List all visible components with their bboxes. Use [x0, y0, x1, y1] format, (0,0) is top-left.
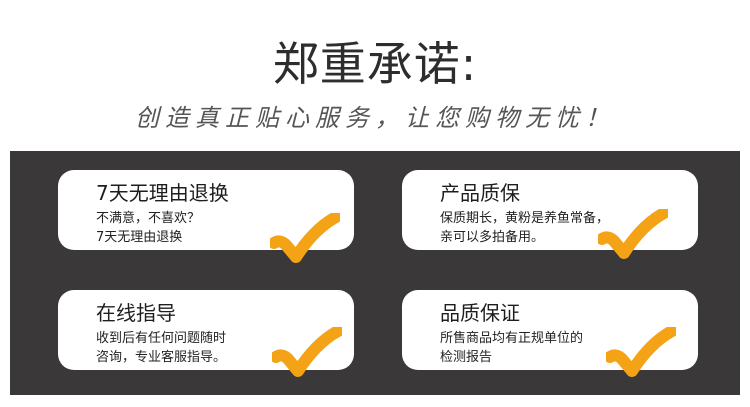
card-body: 保质期长，黄粉是养鱼常备， 亲可以多拍备用。 [440, 209, 609, 247]
card-title: 产品质保 [440, 181, 520, 205]
promise-panel: 7天无理由退换 不满意，不喜欢？ 7天无理由退换 产品质保 保质期长，黄粉是养鱼… [10, 151, 740, 395]
card-line: 收到后有任何问题随时 [96, 331, 227, 346]
checkmark-icon [272, 327, 342, 377]
card-line: 咨询，专业客服指导。 [96, 350, 227, 365]
card-line: 亲可以多拍备用。 [440, 230, 545, 245]
checkmark-icon [606, 327, 676, 377]
promise-card-warranty: 产品质保 保质期长，黄粉是养鱼常备， 亲可以多拍备用。 [402, 170, 698, 250]
card-title: 7天无理由退换 [96, 181, 229, 205]
page-subtitle: 创造真正贴心服务，让您购物无忧！ [135, 104, 615, 132]
card-body: 不满意，不喜欢？ 7天无理由退换 [96, 209, 200, 247]
checkmark-icon [598, 209, 668, 259]
checkmark-icon [270, 213, 340, 263]
promise-card-return: 7天无理由退换 不满意，不喜欢？ 7天无理由退换 [58, 170, 354, 250]
card-title: 在线指导 [96, 301, 176, 325]
card-title: 品质保证 [440, 301, 520, 325]
card-line: 检测报告 [440, 350, 493, 365]
card-line: 7天无理由退换 [96, 230, 183, 245]
card-body: 收到后有任何问题随时 咨询，专业客服指导。 [96, 329, 226, 367]
card-line: 不满意，不喜欢？ [96, 211, 201, 226]
card-line: 保质期长，黄粉是养鱼常备， [440, 211, 610, 226]
card-line: 所售商品均有正规单位的 [440, 331, 584, 346]
page-title: 郑重承诺: [272, 37, 478, 91]
card-body: 所售商品均有正规单位的 检测报告 [440, 329, 583, 367]
